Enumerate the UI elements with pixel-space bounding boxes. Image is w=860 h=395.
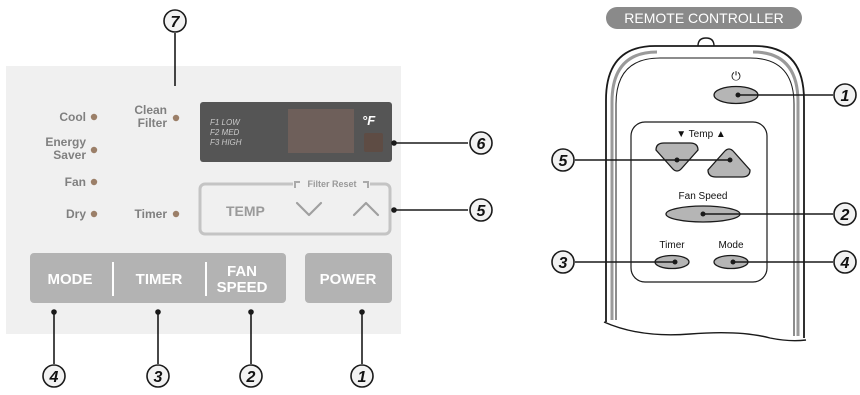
callout-2-badge: [239, 364, 263, 388]
callout-4-number: 4: [49, 369, 59, 386]
remote-callout-2-badge: [833, 202, 857, 226]
energy-saver-label-1: Energy: [45, 135, 86, 149]
fan-speed-button-line2[interactable]: SPEED: [217, 279, 268, 296]
power-button-label: POWER: [320, 271, 377, 288]
temp-label: TEMP: [226, 203, 265, 219]
timer-button[interactable]: TIMER: [136, 271, 183, 288]
callout-5-dot: [391, 207, 397, 213]
callout-6-badge: [469, 131, 493, 155]
timer-indicator-label: Timer: [135, 207, 168, 221]
temp-up-icon[interactable]: [352, 201, 380, 217]
mode-button[interactable]: MODE: [48, 271, 93, 288]
display-f1: F1 LOW: [210, 118, 241, 127]
filter-reset-label-bg: [293, 176, 370, 190]
cool-led: [90, 113, 98, 121]
dry-label: Dry: [66, 207, 86, 221]
display-f3: F3 HIGH: [210, 138, 242, 147]
remote-temp-down-button[interactable]: [655, 142, 699, 172]
power-button[interactable]: [305, 253, 392, 303]
fahrenheit-indicator: [364, 133, 383, 152]
remote-mode-label: Mode: [718, 240, 743, 251]
callout-7-badge: [163, 9, 187, 33]
remote-body-inner: [615, 57, 795, 336]
remote-callout-1-number: 1: [841, 88, 850, 105]
remote-callout-4-number: 4: [840, 255, 850, 272]
clean-filter-label-1: Clean: [134, 103, 167, 117]
remote-power-symbol: ⏻: [731, 69, 741, 83]
callout-4-badge: [42, 364, 66, 388]
remote-title-badge: [606, 7, 802, 29]
callout-1-number: 1: [358, 369, 367, 386]
remote-timer-label: Timer: [659, 240, 685, 251]
remote-fan-speed-label: Fan Speed: [679, 191, 728, 202]
remote-callout-1-badge: [833, 83, 857, 107]
cool-label: Cool: [59, 110, 86, 124]
callout-3-badge: [146, 364, 170, 388]
remote-callout-2-number: 2: [840, 207, 850, 224]
callout-1-badge: [350, 364, 374, 388]
temperature-digits: [288, 109, 354, 153]
callout-5-number: 5: [477, 203, 487, 220]
callout-2-number: 2: [246, 369, 256, 386]
remote-controller: REMOTE CONTROLLER ⏻ ▼ Temp ▲ Fan Speed T…: [551, 7, 857, 342]
callout-6-number: 6: [477, 136, 486, 153]
callout-5-badge: [469, 198, 493, 222]
callout-3-number: 3: [154, 369, 163, 386]
clean-filter-label-2: Filter: [138, 116, 168, 130]
filter-reset-label: Filter Reset: [307, 179, 356, 189]
filter-reset-bracket: [294, 181, 369, 188]
remote-callout-3-dot: [672, 259, 678, 265]
fan-label: Fan: [65, 175, 86, 189]
fahrenheit-unit: °F: [362, 113, 376, 128]
fan-led: [90, 178, 98, 186]
button-bar: [30, 253, 286, 303]
remote-shading-right: [752, 50, 800, 336]
remote-callout-3-badge: [551, 250, 575, 274]
callout-6-dot: [391, 140, 397, 146]
remote-callout-3-number: 3: [559, 255, 568, 272]
energy-saver-led: [90, 146, 98, 154]
display-f2: F2 MED: [210, 128, 240, 137]
remote-shading-left: [610, 50, 658, 320]
dry-led: [90, 210, 98, 218]
clean-filter-led: [172, 114, 180, 122]
temp-down-icon[interactable]: [295, 201, 323, 217]
remote-callout-5-dot-down: [674, 157, 680, 163]
fan-speed-button-line1[interactable]: FAN: [227, 263, 257, 280]
callout-7-number: 7: [171, 14, 181, 31]
remote-callout-5-dot-up: [727, 157, 733, 163]
remote-callout-4-badge: [833, 250, 857, 274]
remote-bottom-cut: [603, 321, 807, 342]
remote-callout-5-number: 5: [559, 153, 569, 170]
remote-temp-up-button[interactable]: [707, 148, 751, 178]
remote-top-tab: [697, 37, 715, 47]
timer-led: [172, 210, 180, 218]
energy-saver-label-2: Saver: [53, 148, 86, 162]
remote-callout-5-badge: [551, 148, 575, 172]
remote-temp-label: ▼ Temp ▲: [676, 129, 726, 140]
remote-title: REMOTE CONTROLLER: [624, 10, 783, 26]
unit-control-panel: Cool Energy Saver Fan Dry Clean Filter T…: [6, 9, 493, 388]
remote-button-panel: [630, 121, 768, 283]
